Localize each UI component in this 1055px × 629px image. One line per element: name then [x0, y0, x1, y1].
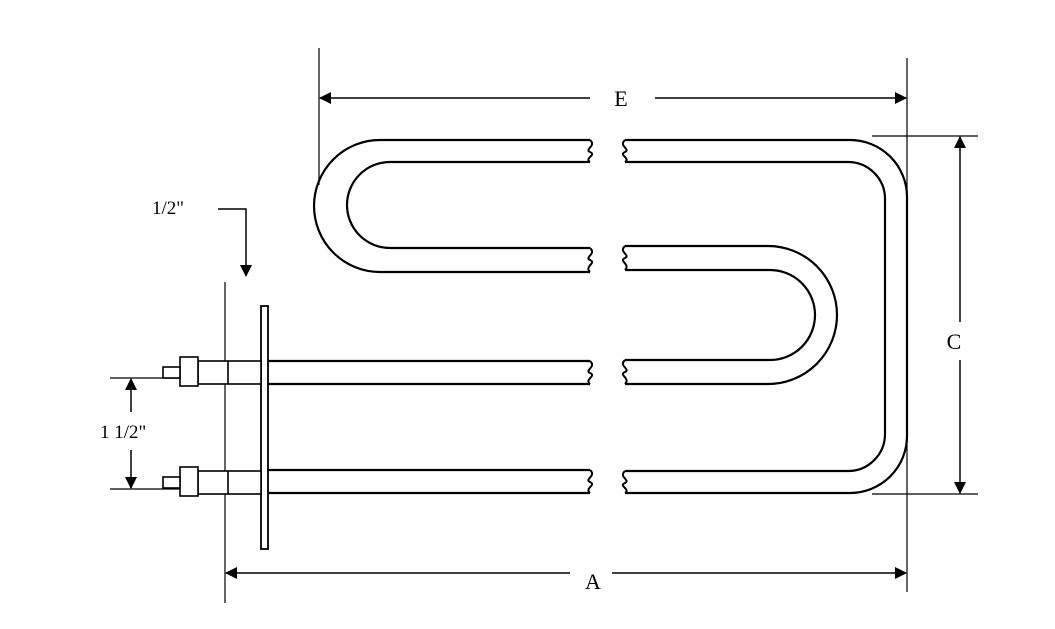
dimension-e-label: E [614, 86, 627, 111]
terminal-spacing-label: 1 1/2" [100, 422, 146, 443]
dimension-c-label: C [947, 329, 962, 354]
break-marks [587, 139, 628, 494]
mounting-flange [260, 305, 269, 550]
dimension-a-label: A [585, 569, 601, 594]
extension-lines [110, 48, 978, 603]
flange-leader-arrow [218, 208, 252, 277]
terminal-bottom [162, 466, 262, 497]
flange-thickness-label: 1/2" [152, 198, 184, 219]
element-tube-outer [312, 138, 909, 495]
element-tube-inner [345, 160, 887, 473]
terminal-top [162, 356, 262, 387]
element-legs [268, 359, 590, 495]
